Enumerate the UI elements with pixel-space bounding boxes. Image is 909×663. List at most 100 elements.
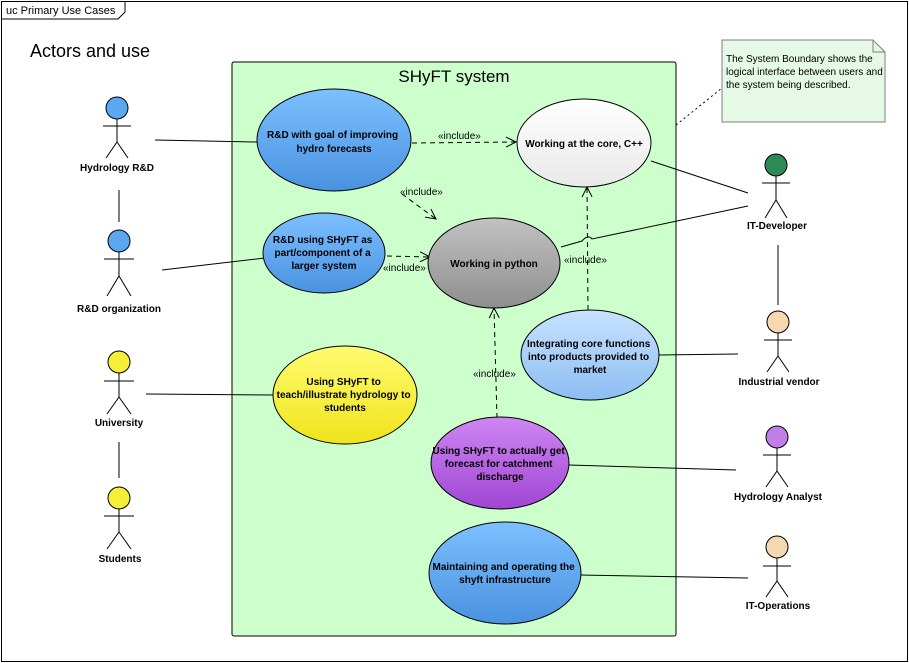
use-case-shape[interactable] [516, 98, 652, 188]
use-case-shape[interactable] [262, 212, 386, 294]
use-case-label: Maintaining and operating the shyft infr… [432, 562, 577, 586]
actor-leg [765, 580, 778, 598]
assoc-it-developer-core [650, 160, 749, 194]
use-case-label: Working at the core, C++ [525, 139, 643, 150]
use-case-python[interactable]: Working in python [427, 217, 561, 309]
use-case-label: R&D with goal of improving hydro forecas… [267, 130, 401, 155]
actor-head [765, 535, 789, 559]
use-case-line: forecast for catchment [445, 459, 553, 470]
actor-leg [764, 199, 777, 219]
use-case-line: Using SHyFT to [306, 377, 380, 388]
use-case-shape[interactable] [428, 521, 582, 625]
include-label: «include» [473, 369, 516, 380]
actor-leg [766, 355, 779, 373]
use-case-line: hydro forecasts [296, 144, 371, 155]
use-case-integrating[interactable]: Integrating core functions into products… [520, 309, 660, 401]
assoc-university [145, 393, 275, 396]
note-line: the system being described. [726, 80, 851, 91]
use-case-label: Using SHyFT to teach/illustrate hydrolog… [277, 377, 414, 414]
frame-tab-label: uc Primary Use Cases [6, 5, 116, 17]
use-case-teach[interactable]: Using SHyFT to teach/illustrate hydrolog… [272, 345, 418, 445]
assoc-operations [578, 574, 749, 579]
actor-leg [116, 141, 129, 159]
include-forecast-to-python [494, 308, 497, 419]
assoc-vendor [658, 353, 739, 356]
actor-head [766, 310, 790, 334]
actor-head [107, 350, 131, 374]
use-case-line: R&D using SHyFT as [273, 235, 373, 246]
frame-tab [1, 1, 126, 20]
use-case-line: discharge [476, 472, 524, 483]
use-case-forecast-catchment[interactable]: Using SHyFT to actually get forecast for… [430, 416, 570, 510]
actor-it-operations[interactable]: IT-Operations [746, 535, 811, 612]
use-case-shape[interactable] [256, 88, 412, 192]
actor-label: IT-Operations [746, 601, 811, 612]
actor-leg [106, 275, 120, 297]
use-case-shape[interactable] [430, 416, 570, 510]
use-case-line: market [574, 365, 607, 376]
actor-leg [105, 141, 118, 159]
note-text: The System Boundary shows the logical in… [726, 54, 886, 91]
actor-leg [118, 396, 132, 415]
use-case-label: R&D using SHyFT as part/component of a l… [273, 235, 375, 272]
use-case-maintaining[interactable]: Maintaining and operating the shyft infr… [428, 521, 582, 625]
actor-label: IT-Developer [747, 221, 807, 232]
use-case-label: Using SHyFT to actually get forecast for… [432, 446, 567, 483]
heading: Actors and use [30, 41, 150, 61]
actor-label: Hydrology R&D [80, 163, 154, 174]
use-case-label: Integrating core functions into products… [527, 339, 653, 376]
actor-students[interactable]: Students [99, 486, 142, 565]
use-case-line: shyft infrastructure [459, 575, 551, 586]
include-label: «include» [564, 255, 607, 266]
actor-hydrology-analyst[interactable]: Hydrology Analyst [734, 425, 823, 503]
use-case-shape[interactable] [427, 217, 561, 309]
use-case-shape[interactable] [520, 309, 660, 401]
actor-leg [776, 470, 789, 488]
use-case-line: students [324, 403, 366, 414]
actor-industrial-vendor[interactable]: Industrial vendor [738, 310, 820, 388]
actor-university[interactable]: University [95, 350, 144, 429]
note-line: logical interface between users and [726, 67, 883, 78]
use-case-line: R&D with goal of improving [267, 130, 398, 141]
actor-head [105, 96, 129, 120]
include-rd-to-python [401, 193, 436, 219]
note-line: The System Boundary shows the [726, 54, 873, 65]
assoc-analyst [568, 464, 737, 471]
actor-leg [775, 199, 788, 219]
assoc-hydrology-rd [154, 139, 259, 143]
use-case-shape[interactable] [272, 345, 418, 445]
assoc-rd-organization [161, 257, 266, 271]
include-label: «include» [383, 263, 426, 274]
note-fold [872, 40, 885, 53]
actor-head [107, 229, 131, 253]
include-component-to-python [386, 256, 430, 257]
system-title: SHyFT system [398, 67, 509, 86]
system-boundary[interactable] [231, 61, 677, 637]
actor-hydrology-rd[interactable]: Hydrology R&D [80, 96, 154, 174]
actor-leg [765, 470, 778, 488]
actor-head [765, 425, 789, 449]
actor-leg [777, 355, 790, 373]
note[interactable] [721, 39, 886, 123]
actor-leg [106, 531, 120, 550]
use-case-core-cpp[interactable]: Working at the core, C++ [516, 98, 652, 188]
actor-it-developer[interactable]: IT-Developer [747, 153, 807, 232]
use-case-rd-component[interactable]: R&D using SHyFT as part/component of a l… [262, 212, 386, 294]
use-case-line: Working in python [450, 259, 538, 270]
actor-leg [106, 396, 120, 415]
use-case-rd-forecasts[interactable]: R&D with goal of improving hydro forecas… [256, 88, 412, 192]
actor-label: Industrial vendor [738, 377, 819, 388]
includes [386, 142, 588, 419]
use-case-line: into products provided to [528, 352, 649, 363]
actor-leg [118, 275, 132, 297]
include-integrating-to-core [587, 187, 588, 311]
actor-label: R&D organization [77, 304, 161, 315]
include-label: «include» [400, 187, 443, 198]
use-case-line: teach/illustrate hydrology to [277, 390, 411, 401]
actor-rd-organization[interactable]: R&D organization [77, 229, 161, 315]
actor-label: University [95, 418, 144, 429]
use-case-label: Working in python [450, 259, 538, 270]
actor-label: Hydrology Analyst [734, 492, 823, 503]
use-case-line: part/component of a [275, 248, 372, 259]
